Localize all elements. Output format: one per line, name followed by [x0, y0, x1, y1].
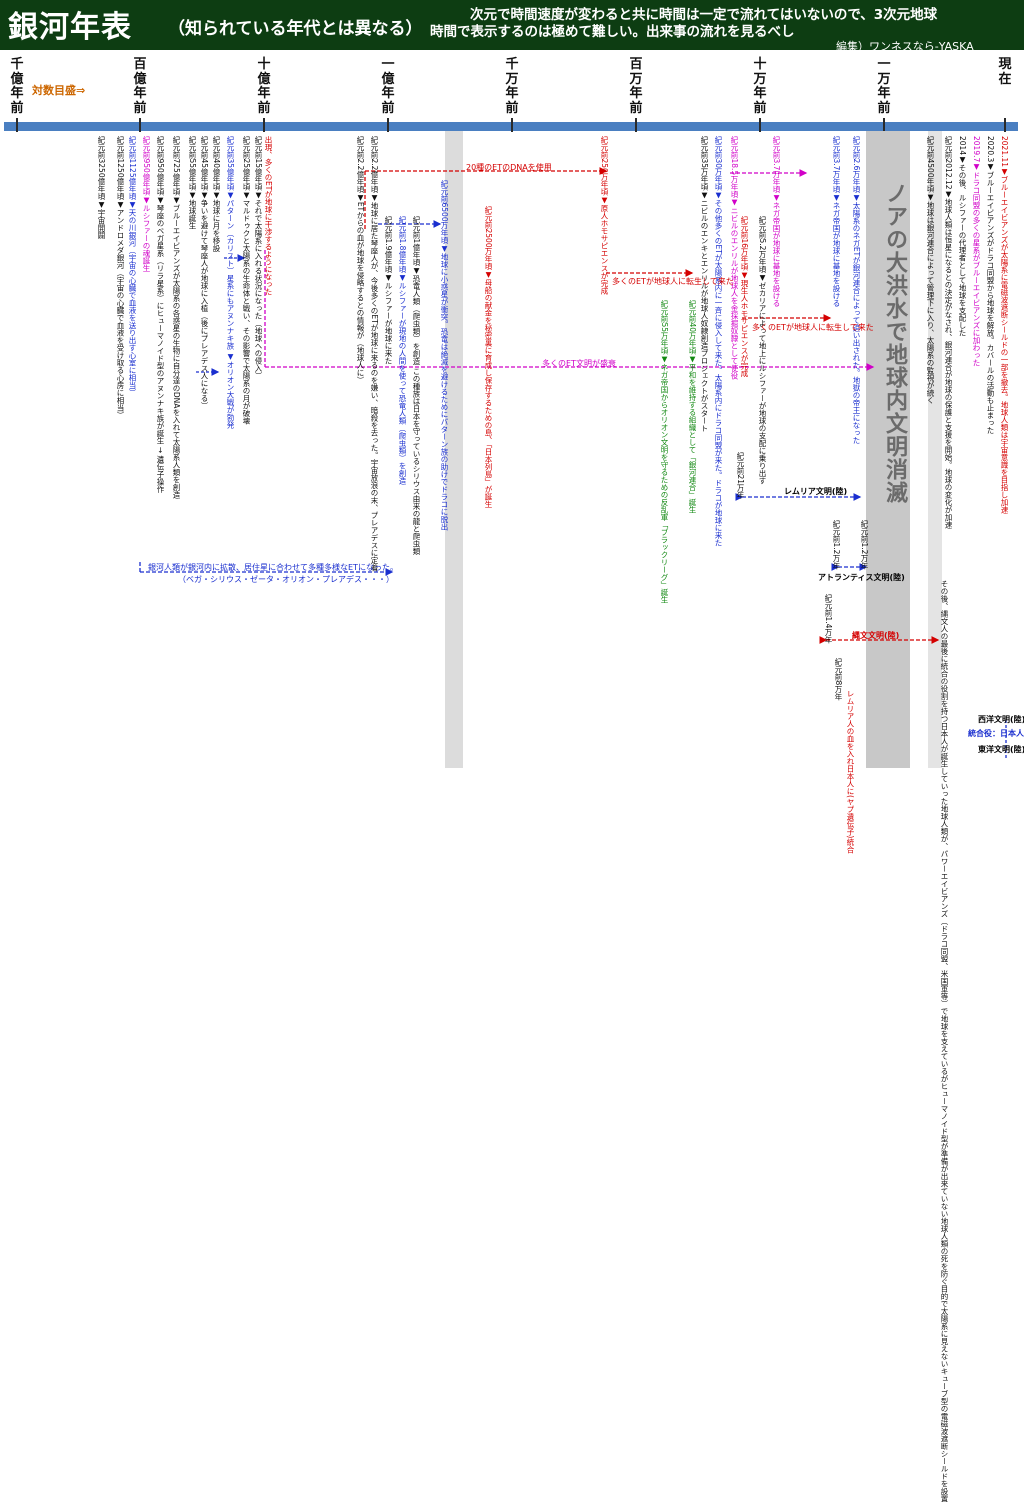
- timeline-connectors: [139, 167, 1007, 758]
- flood-band: [866, 131, 910, 768]
- date-atlantis-1: 紀元前1.2万年: [832, 520, 841, 570]
- event-milky-way: 紀元前1125億年頃▼天の川銀河（宇宙の心臓で血液を送り出す心室に相当）: [128, 136, 137, 397]
- label-galaxy-spread-sub: （ベガ・シリウス・ゼータ・オリオン・プレアデス・・・）: [178, 575, 394, 584]
- bar-tick: [387, 118, 389, 132]
- dinosaur-era-band: [445, 131, 463, 768]
- scale-note: 対数目盛⇒: [32, 84, 86, 97]
- right-side-note: その後、縄文人の最後に統合の役割を持つ日本人が誕生していった地球人類が、パワーエ…: [940, 580, 949, 1503]
- event-nega-base: 紀元前3.7万年頃▼ネガ帝国が地球に基地を設ける: [832, 136, 841, 307]
- label-et-dna: 20種のETのDNAを使用: [466, 163, 552, 172]
- civ-atlantis: アトランティス文明(陸): [818, 573, 905, 582]
- scale-tick-1m: 百万年前: [629, 57, 643, 116]
- event-lucifer-rule: 紀元前3.7万年頃▼ネガ帝国が地球に基地を設ける: [772, 136, 781, 307]
- scale-tick-10b: 百億年前: [133, 57, 147, 116]
- page-title: 銀河年表: [8, 10, 132, 45]
- event-dragon: 紀元前1億年頃▼恐竜人類（爬虫類）を創造 この種族は日本を守っているシリウス由来…: [412, 216, 421, 555]
- event-nega-expelled: 紀元前2.6万年頃▼太陽系のネガETが銀河連合によって追い出された。地獄の帝王に…: [852, 136, 861, 444]
- event-galactic-federation: 紀元前40万年頃▼平和を維持する組織として「銀河連合」誕生: [688, 300, 697, 514]
- event-homo-sapiens: 紀元前250万年頃▼原人ホモサピエンスが完成: [600, 136, 609, 295]
- scale-tick-100b: 千億年前: [10, 57, 24, 116]
- event-lucifer-soul: 紀元前950億年頃▼ルシファーの魂誕生: [142, 136, 151, 272]
- event-2012: 紀元前2012.12▼地球人類は恒星になるとの決定がなされ、銀河連合が地球の保護…: [944, 136, 953, 529]
- bar-tick: [1004, 118, 1006, 132]
- event-marduk: 紀元前25億年頃▼マルドゥクと太陽系の生命体と戦い、その影響で太陽系の月が破壊: [242, 136, 251, 425]
- scale-tick-now: 現在: [998, 57, 1012, 87]
- event-moon: 紀元前40億年頃▼地球に月を移設: [212, 136, 221, 253]
- event-nibiru: 紀元前35万年頃▼ニビルのエンキとエンリルが地球人奴隷創造プロジェクトがスタート: [700, 136, 709, 433]
- event-zecharia: 紀元前5.2万年頃▼ゼカリアによって地上にルシファーが地球の支配に乗り出す: [758, 216, 767, 485]
- event-lyra-leave: 紀元前2.2億年頃▼地球に居た琴座人が、今後多くのETが地球に来るのを嫌い、暗殺…: [370, 136, 379, 572]
- label-reincarnate-1: 多くのETが地球人に転生して来た: [612, 277, 734, 286]
- event-asteroid: 紀元前6500万年頃▼地球に小惑星が衝突。恐竜は絶滅を避けるためにパターン族の助…: [440, 180, 449, 531]
- event-2021: 2021.11▼ブルーエイビアンズが太陽系に電磁波遮断シールドの一部を撤去。地球…: [1000, 136, 1009, 514]
- event-lyra: 紀元前950億年頃▼琴座のベガ星系（リラ星系）にヒューマノイド型のアヌンナキ族が…: [156, 136, 165, 493]
- date-lemuria: 紀元前21万年: [736, 452, 745, 500]
- event-black-league: 紀元前55万年頃▼ネガ帝国からオリオン文明を守るための反乱軍「ブラックリーグ」誕…: [660, 300, 669, 604]
- header-banner: [0, 0, 1024, 50]
- event-solar-access: 紀元前15億年頃▼それで太陽系に入れる状況になった（地球への侵入）: [254, 136, 263, 380]
- event-reptilian: 紀元前1.8億年頃▼ルシファーが現地の人間を使って恐竜人類（爬虫類）を創造: [398, 216, 407, 485]
- civ-west: 西洋文明(陸): [978, 715, 1024, 724]
- event-lucifer-arrive: 紀元前1.9億年頃▼ルシファーが地球に来た: [384, 216, 393, 365]
- event-et-interfere: 出現、多くのETが地球に干渉するようになった: [264, 136, 273, 296]
- editor-credit: 編集）ワンネスなら-YASKA: [836, 40, 974, 53]
- civ-lemuria: レムリア文明(陸): [784, 487, 848, 496]
- event-lyra-settle: 紀元前45億年頃▼争いを避けて琴座人が地球に入植（後にプレアデス人になる）: [200, 136, 209, 410]
- event-2014: 2014▼その後、ルシファーの代理者として地球を支配した: [958, 136, 967, 337]
- event-2020: 2020.3▼ブルーエイビアンズがドラコ同盟から地球を解放。カバールの活動も止ま…: [986, 136, 995, 434]
- bar-tick: [139, 118, 141, 132]
- scale-tick-10m: 千万年前: [505, 57, 519, 116]
- flood-label: ノアの大洪水で地球内文明消滅: [882, 182, 907, 504]
- label-reincarnate-2: 多くのETが地球人に転生して来た: [752, 323, 874, 332]
- bar-tick: [883, 118, 885, 132]
- event-blue-avians: 紀元前725億年頃▼ブルーエイビアンズが太陽系の各惑星の生物に自分達のDNAを入…: [172, 136, 181, 499]
- scale-tick-1b: 十億年前: [257, 57, 271, 116]
- event-japan: 紀元前2500万年頃▼母船の献金を秘密裏に育成し保存するための島、「日本列島」が…: [484, 206, 493, 508]
- bar-tick: [759, 118, 761, 132]
- civ-unite: 統合役：日本人: [968, 729, 1024, 738]
- scale-tick-100k: 十万年前: [753, 57, 767, 116]
- event-draco: 紀元前30万年頃▼その他多くのETが太陽系内に一斉に侵入して来た。太陽系内にドラ…: [714, 136, 723, 547]
- header-note-line1: 次元で時間速度が変わると共に時間は一定で流れてはいないので、3次元地球: [470, 7, 938, 23]
- event-managed: 紀元前4500年頃▼地球は銀河連合によって管理下に入り、太陽系の監視が続く: [926, 136, 935, 405]
- event-andromeda: 紀元前1250億年頃▼アンドロメダ銀河（宇宙の心臓で血液を受け取る心房に相当）: [116, 136, 125, 420]
- label-galaxy-spread: 銀河人類が銀河内に拡散、居住星に合わせて多種多様なETになった。: [148, 563, 398, 572]
- bar-tick: [263, 118, 265, 132]
- event-modern-human: 紀元前16万年頃▼現生人ホモサピエンスが完成: [740, 216, 749, 378]
- event-big-bang: 紀元前3250億年頃▼宇宙開闢: [97, 136, 106, 240]
- event-gold-slave: 紀元前18.5万年頃▼ニビルのエンリルが地球人を金採掘奴隷として使役: [730, 136, 739, 380]
- date-jomon-1: 紀元前1.4万年: [824, 594, 833, 644]
- event-2019: 2019.7▼ドラコ同盟の多くの星系がブルーエイビアンズに加わった: [972, 136, 981, 367]
- date-jomon-2: 紀元前8万年: [834, 658, 843, 701]
- label-et-civs: 多くのET文明が盛衰: [542, 359, 616, 368]
- date-atlantis-2: 紀元前1.2万年: [860, 520, 869, 570]
- scale-tick-10k: 一万年前: [877, 57, 891, 116]
- jomon-note: レムリア人の血を入れ日本人に(ヤプ遺伝子)統合: [846, 690, 855, 854]
- civ-east: 東洋文明(陸): [978, 745, 1024, 754]
- bar-tick: [635, 118, 637, 132]
- modern-era-band: [928, 131, 942, 768]
- event-orion-war: 紀元前35億年頃▼パターン（カリスト）星系にもアヌンナキ族 ▼オリオン大戦が勃発: [226, 136, 235, 429]
- page-subtitle: （知られている年代とは異なる）: [168, 19, 423, 39]
- civ-jomon: 縄文文明(陸): [852, 631, 900, 640]
- event-et-blood: 紀元前2.2億年頃▼ETからの血が地球を侵略するとの情報が（地球人に）: [356, 136, 365, 384]
- event-earth-birth: 紀元前55億年頃▼地球誕生: [188, 136, 197, 230]
- bar-tick: [511, 118, 513, 132]
- scale-tick-100m: 一億年前: [381, 57, 395, 116]
- header-note-line2: 時間で表示するのは極めて難しい。出来事の流れを見るべし: [430, 24, 795, 40]
- bar-tick: [16, 118, 18, 132]
